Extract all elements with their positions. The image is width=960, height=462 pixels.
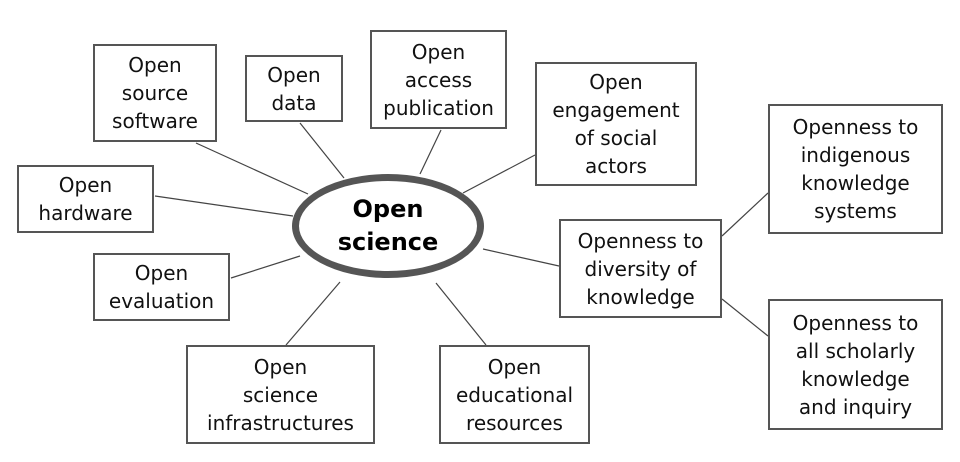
connector-center-open-data bbox=[299, 122, 345, 179]
connector-center-open-hardware bbox=[154, 195, 294, 217]
node-open-evaluation: Open evaluation bbox=[93, 253, 230, 321]
connector-center-open-evaluation bbox=[230, 255, 301, 279]
connector-center-open-science-infrastructures bbox=[285, 281, 341, 346]
node-openness-indigenous: Openness to indigenous knowledge systems bbox=[768, 104, 943, 234]
node-open-access-publication: Open access publication bbox=[370, 30, 507, 129]
node-open-educational-resources: Open educational resources bbox=[439, 345, 590, 444]
connector-diversity-scholarly bbox=[721, 298, 769, 337]
connector-center-open-source-software bbox=[195, 142, 309, 195]
connector-center-open-educational-resources bbox=[435, 282, 487, 346]
open-science-hub: Open science bbox=[292, 174, 484, 278]
node-open-source-software: Open source software bbox=[93, 44, 217, 142]
node-openness-scholarly: Openness to all scholarly knowledge and … bbox=[768, 299, 943, 430]
connector-center-open-access-publication bbox=[419, 129, 442, 175]
connector-diversity-indigenous bbox=[721, 192, 769, 237]
node-open-data: Open data bbox=[245, 55, 343, 122]
node-open-engagement: Open engagement of social actors bbox=[535, 62, 697, 186]
connector-center-open-engagement bbox=[462, 154, 536, 194]
node-openness-diversity: Openness to diversity of knowledge bbox=[559, 219, 722, 318]
connector-center-openness-diversity bbox=[482, 248, 560, 267]
node-open-science-infrastructures: Open science infrastructures bbox=[186, 345, 375, 444]
node-open-hardware: Open hardware bbox=[17, 165, 154, 233]
